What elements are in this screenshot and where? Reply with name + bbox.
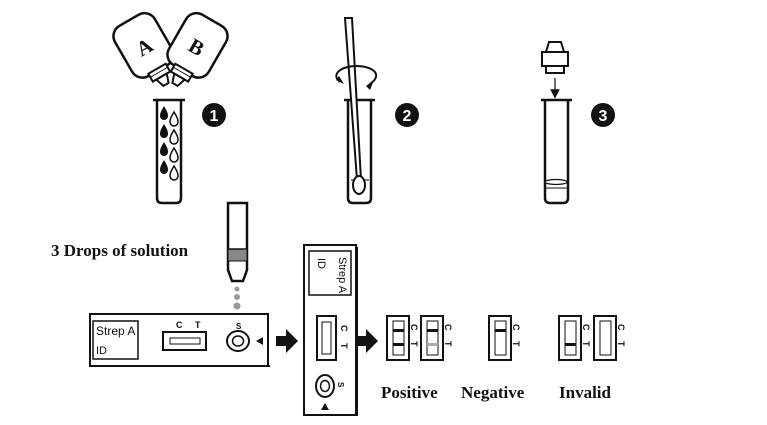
positive-2-t-label: T bbox=[443, 341, 453, 347]
dropper-cap bbox=[541, 41, 569, 99]
step-1: A B bbox=[112, 11, 229, 205]
invalid-label: Invalid bbox=[559, 383, 612, 402]
step-2-number: 2 bbox=[403, 108, 412, 125]
cassette-c-label: C bbox=[176, 320, 183, 330]
step-3: 3 bbox=[541, 41, 615, 205]
step-2-badge: 2 bbox=[395, 103, 419, 127]
cassette-t-label: T bbox=[195, 320, 201, 330]
positive-1-t-label: T bbox=[409, 341, 419, 347]
vertical-brand-label: Strep A bbox=[336, 257, 348, 294]
positive-label: Positive bbox=[381, 383, 438, 402]
reagent-bottle-b: B bbox=[166, 11, 229, 88]
sample-well-pointer-icon bbox=[256, 337, 263, 345]
result-positive-2: C T bbox=[420, 315, 453, 361]
result-positive-1: C T bbox=[386, 315, 419, 361]
test-cassette-vertical: Strep A ID C T S bbox=[303, 244, 358, 416]
drops bbox=[160, 106, 179, 181]
dropper-tube bbox=[226, 201, 249, 310]
invalid-2-t-label: T bbox=[616, 341, 626, 347]
invalid-2-c-label: C bbox=[616, 324, 626, 331]
extraction-tube-3 bbox=[541, 98, 572, 205]
reagent-bottle-a: A bbox=[112, 11, 175, 88]
result-invalid-1: C T bbox=[558, 315, 591, 361]
step-2: 2 bbox=[335, 17, 419, 205]
drops-label: 3 Drops of solution bbox=[51, 241, 189, 260]
cassette-id-label: ID bbox=[96, 345, 107, 357]
positive-1-c-label: C bbox=[409, 324, 419, 331]
rotate-arrow-icon bbox=[335, 64, 377, 90]
step-1-number: 1 bbox=[210, 108, 219, 125]
cassette-brand-label: Strep A bbox=[96, 324, 135, 338]
extraction-tube-1 bbox=[153, 98, 185, 205]
invalid-1-t-label: T bbox=[581, 341, 591, 347]
cassette-s-label: S bbox=[236, 322, 242, 331]
invalid-1-c-label: C bbox=[581, 324, 591, 331]
vertical-c-label: C bbox=[339, 325, 349, 332]
vertical-id-label: ID bbox=[315, 258, 327, 269]
result-negative: C T bbox=[488, 315, 521, 361]
right-arrow-icon-2 bbox=[358, 329, 378, 353]
negative-c-label: C bbox=[511, 324, 521, 331]
test-cassette-horizontal: Strep A ID C T S bbox=[89, 313, 270, 367]
swab bbox=[343, 17, 366, 195]
negative-label: Negative bbox=[461, 383, 525, 402]
right-arrow-icon bbox=[276, 329, 298, 353]
positive-2-c-label: C bbox=[443, 324, 453, 331]
vertical-t-label: T bbox=[339, 343, 349, 349]
step-3-badge: 3 bbox=[591, 103, 615, 127]
negative-t-label: T bbox=[511, 341, 521, 347]
vertical-s-label: S bbox=[336, 382, 345, 388]
result-invalid-2: C T bbox=[593, 315, 626, 361]
step-3-number: 3 bbox=[599, 108, 608, 125]
step-1-badge: 1 bbox=[202, 103, 226, 127]
vertical-well-pointer-icon bbox=[321, 403, 329, 410]
